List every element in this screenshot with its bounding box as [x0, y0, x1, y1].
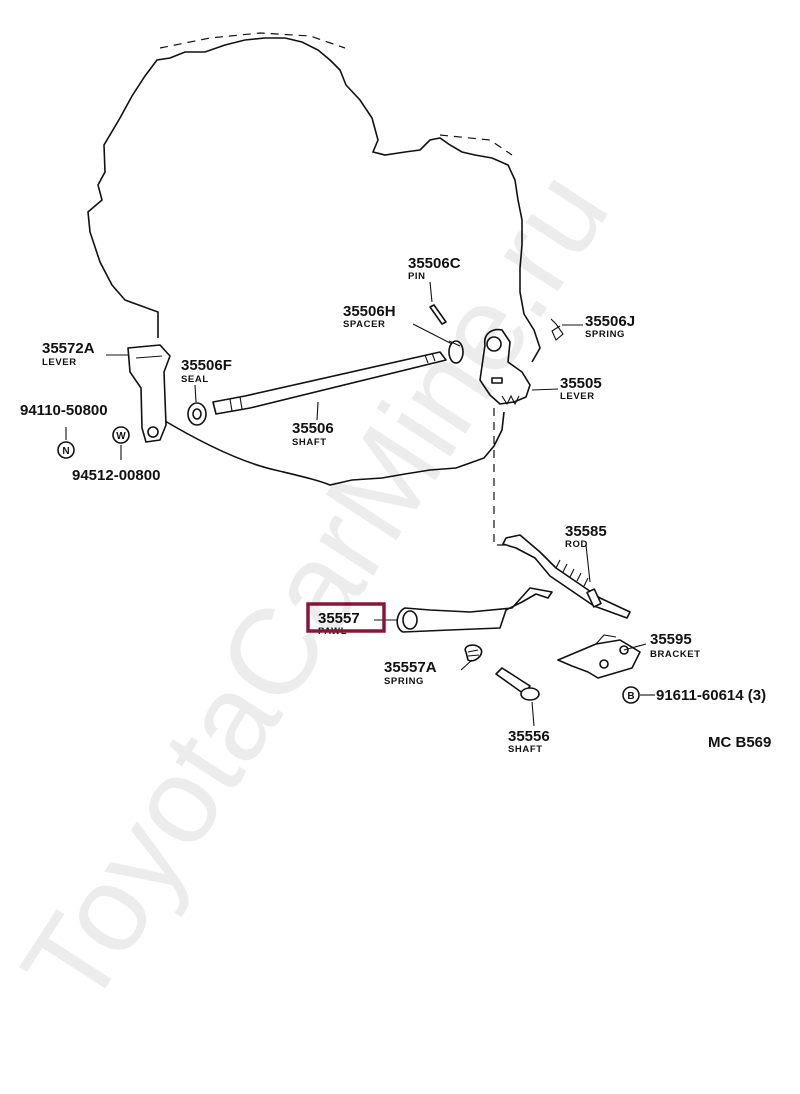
part-name: ROD [565, 539, 588, 550]
part-number: 35506 [292, 420, 334, 437]
part-name: LEVER [560, 391, 595, 402]
part-name: SPRING [384, 676, 424, 687]
washer-symbol-letter: W [116, 431, 126, 442]
rod-35585 [502, 534, 631, 619]
part-number: 35595 [650, 631, 692, 648]
part-number: 91611-60614 (3) [656, 687, 766, 704]
part-number: 35505 [560, 375, 602, 392]
bolt-symbol: B [622, 686, 640, 704]
watermark-text: ToyotaCarMine.ru [0, 148, 634, 1030]
part-name: LEVER [42, 357, 77, 368]
transmission-housing-outline [87, 32, 541, 486]
spring-35506j [550, 318, 564, 341]
pin-35506c [429, 304, 447, 325]
part-number: 35585 [565, 523, 607, 540]
shaft-35506 [212, 351, 447, 415]
part-number: 35506F [181, 357, 232, 374]
part-number: 35506C [408, 255, 461, 272]
part-name: SHAFT [292, 437, 327, 448]
lever-35505 [479, 328, 531, 406]
highlight-box [306, 602, 386, 633]
part-number: 35557A [384, 659, 437, 676]
part-name: SEAL [181, 374, 209, 385]
nut-symbol-letter: N [62, 446, 69, 457]
bracket-35595 [557, 634, 641, 679]
diagram-code: MC B569 [708, 734, 771, 751]
part-number: 94110-50800 [20, 402, 108, 419]
part-name: SPRING [585, 329, 625, 340]
seal-35506f [187, 402, 207, 426]
part-name: PIN [408, 271, 426, 282]
part-name: SPACER [343, 319, 386, 330]
part-number: 35556 [508, 728, 550, 745]
part-name: BRACKET [650, 649, 701, 660]
link-lever-to-rod [493, 408, 508, 546]
part-name: SHAFT [508, 744, 543, 755]
shaft-35556 [495, 667, 540, 701]
part-number: 94512-00800 [72, 467, 160, 484]
bolt-symbol-letter: B [627, 691, 634, 702]
lever-35572a [127, 344, 171, 443]
spring-35557a [464, 644, 483, 662]
spacer-35506h [448, 340, 464, 364]
part-number: 35506J [585, 313, 635, 330]
part-number: 35572A [42, 340, 95, 357]
part-number: 35557 [318, 610, 360, 627]
leader-lines [65, 281, 655, 727]
pawl-35557 [396, 587, 553, 633]
nut-symbol: N [57, 441, 75, 459]
part-labels: 35506C PIN 35506H SPACER 35506J SPRING 3… [20, 255, 771, 755]
washer-symbol: W [112, 426, 130, 444]
part-number: 35506H [343, 303, 396, 320]
